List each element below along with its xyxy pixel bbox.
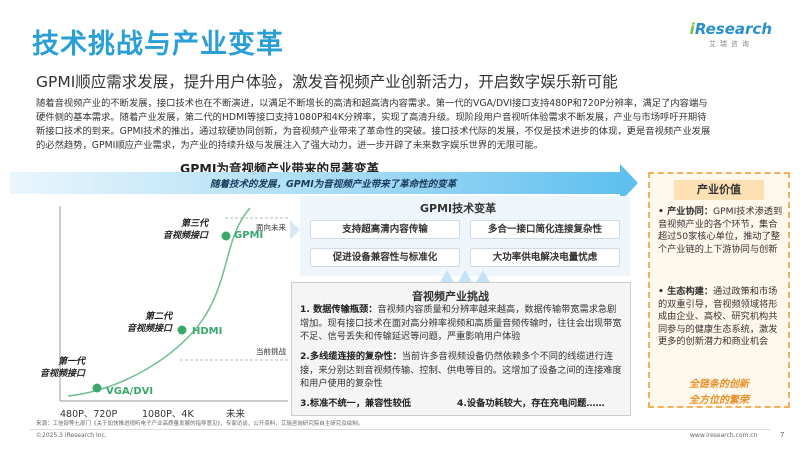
footer-divider bbox=[30, 429, 770, 430]
gen1-line2: 音视频接口 bbox=[40, 369, 86, 379]
intro-line: 硬件侧的基本需求。随着产业发展，第二代的HDMI等接口支持1080P和4K分辨率… bbox=[36, 112, 707, 123]
value-slogan-2: 全方位的繁荣 bbox=[689, 395, 749, 406]
challenge-item-2: 2.多线缆连接的复杂性：当前许多音视频设备仍然依赖多个不同的线缆进行连接，来分别… bbox=[300, 350, 622, 391]
bullet-icon: • bbox=[658, 206, 668, 217]
gen3-line1: 第三代 bbox=[181, 219, 209, 229]
gen3-line2: 音视频接口 bbox=[163, 231, 209, 241]
challenge-item-4: 4.设备功耗较大，存在充电问题…… bbox=[457, 397, 627, 411]
evolution-curve bbox=[67, 207, 251, 397]
challenge-2-body: 当前许多音视频设备仍然依赖多个不同的线缆进行连接，来分别达到音视频传输、控制、供… bbox=[300, 351, 622, 389]
arrow-up-icon bbox=[440, 270, 454, 282]
challenge-4-heading: 4.设备功耗较大，存在充电问题…… bbox=[457, 398, 605, 409]
generation-curve-diagram: 第一代 音视频接口 VGA/DVI 第二代 音视频接口 HDMI 第三代 音视频… bbox=[30, 196, 292, 420]
industry-value-panel: 产业价值 • 产业协同：GPMI技术渗透到音视频产业的各个环节，集合超过50家核… bbox=[648, 172, 790, 408]
tech-change-title: GPMI技术变革 bbox=[420, 202, 497, 215]
value-1-heading: 产业协同： bbox=[667, 206, 714, 217]
challenge-1-body: 音视频内容质量和分辨率越来越高，数据传输带宽需求急剧增加。现有接口技术在面对高分… bbox=[300, 304, 622, 342]
gen2-line1: 第二代 bbox=[145, 312, 173, 322]
challenges-title: 音视频产业挑战 bbox=[412, 290, 489, 303]
gen1-marker bbox=[92, 383, 102, 393]
current-challenge-label: 当前挑战 bbox=[256, 347, 286, 356]
gen1-tech-label: VGA/DVI bbox=[106, 386, 154, 397]
page-number: 7 bbox=[780, 431, 785, 439]
gen3-label: 第三代 音视频接口 bbox=[163, 218, 208, 242]
gen1-label: 第一代 音视频接口 bbox=[40, 356, 85, 380]
challenge-3-heading: 3.标准不统一，兼容性较低 bbox=[300, 398, 411, 409]
bullet-icon: • bbox=[658, 286, 668, 297]
value-2-heading: 生态构建： bbox=[667, 286, 714, 297]
arrow-up-icon bbox=[458, 270, 472, 282]
arrow-caption: 随着技术的发展，GPMI为音视频产业带来了革命性的变革 bbox=[210, 179, 457, 190]
x-tick: 1080P、4K bbox=[142, 409, 194, 420]
intro-line: 新接口技术的到来。GPMI技术的推出，通过软硬协同创新，为音视频产业带来了革命性… bbox=[36, 126, 711, 137]
gen2-tech-label: HDMI bbox=[192, 326, 223, 337]
gen1-line1: 第一代 bbox=[58, 357, 86, 367]
gen3-tech-label: GPMI bbox=[234, 230, 264, 241]
future-label: 面向未来 bbox=[256, 223, 286, 232]
page-title: 技术挑战与产业变革 bbox=[32, 29, 284, 60]
value-item-collaboration: • 产业协同：GPMI技术渗透到音视频产业的各个环节，集合超过50家核心单位，推… bbox=[658, 206, 786, 256]
challenge-item-1: 1. 数据传输瓶颈：音视频内容质量和分辨率越来越高，数据传输带宽需求急剧增加。现… bbox=[300, 303, 622, 344]
generation-curve-svg bbox=[59, 206, 288, 402]
challenge-item-3: 3.标准不统一，兼容性较低 bbox=[300, 397, 440, 411]
chevron-right-icon bbox=[290, 220, 300, 240]
challenge-1-heading: 1. 数据传输瓶颈： bbox=[300, 304, 378, 315]
logo-brand: iResearch bbox=[690, 20, 772, 38]
industry-challenges-panel: 音视频产业挑战 1. 数据传输瓶颈：音视频内容质量和分辨率越来越高，数据传输带宽… bbox=[291, 282, 631, 416]
intro-paragraph: 随着音视频产业的不断发展，接口技术也在不断演进，以满足不断增长的高清和超高清内容… bbox=[36, 97, 776, 153]
tech-change-item: 多合一接口简化连接复杂性 bbox=[470, 220, 620, 239]
gen2-label: 第二代 音视频接口 bbox=[127, 311, 172, 335]
value-title: 产业价值 bbox=[674, 180, 764, 200]
gen3-marker bbox=[221, 231, 231, 241]
tech-change-item: 促进设备兼容性与标准化 bbox=[310, 248, 460, 267]
arrow-head-icon bbox=[620, 164, 638, 202]
gen2-marker bbox=[177, 325, 187, 335]
logo-subtext: 艾瑞咨询 bbox=[708, 40, 753, 48]
tech-change-panel: GPMI技术变革 支持超高清内容传输 多合一接口简化连接复杂性 促进设备兼容性与… bbox=[300, 196, 630, 276]
challenge-2-heading: 2.多线缆连接的复杂性： bbox=[300, 351, 402, 362]
logo-brand-rest: Research bbox=[694, 20, 772, 38]
value-2-body: 通过政策和市场的双重引导，音视频领域将形成由企业、高校、研究机构共同参与的健康生… bbox=[658, 286, 778, 347]
x-tick: 未来 bbox=[226, 409, 246, 420]
source-note: 来源：工信部等七部门《关于加快推进视听电子产业高质量发展的指导意见》，专家访谈，… bbox=[36, 421, 364, 427]
page-subtitle: GPMI顺应需求发展，提升用户体验，激发音视频产业创新活力，开启数字娱乐新可能 bbox=[36, 73, 618, 91]
gen2-line2: 音视频接口 bbox=[127, 324, 173, 334]
logo-brand-i: i bbox=[689, 20, 695, 38]
value-1-body: GPMI技术渗透到音视频产业的各个环节，集合超过50家核心单位，推动了整个产业链… bbox=[658, 206, 783, 255]
value-slogan-1: 全链条的创新 bbox=[689, 379, 749, 390]
arrow-up-icon bbox=[476, 270, 490, 282]
intro-line: 的必然趋势，GPMI顺应产业需求，为产业的持续升级与发展注入了强大动力，进一步开… bbox=[36, 140, 544, 151]
x-tick: 480P、720P bbox=[60, 409, 118, 420]
website-link[interactable]: www.iresearch.com.cn bbox=[690, 432, 758, 439]
progress-arrow-bar bbox=[10, 172, 622, 194]
tech-change-item: 支持超高清内容传输 bbox=[310, 220, 460, 239]
iresearch-logo: iResearch 艾瑞咨询 bbox=[690, 20, 772, 49]
copyright: ©2025.3 iResearch Inc. bbox=[36, 432, 107, 439]
value-item-ecosystem: • 生态构建：通过政策和市场的双重引导，音视频领域将形成由企业、高校、研究机构共… bbox=[658, 286, 786, 349]
intro-line: 随着音视频产业的不断发展，接口技术也在不断演进，以满足不断增长的高清和超高清内容… bbox=[36, 98, 708, 109]
tech-change-item: 大功率供电解决电量忧虑 bbox=[470, 248, 620, 267]
